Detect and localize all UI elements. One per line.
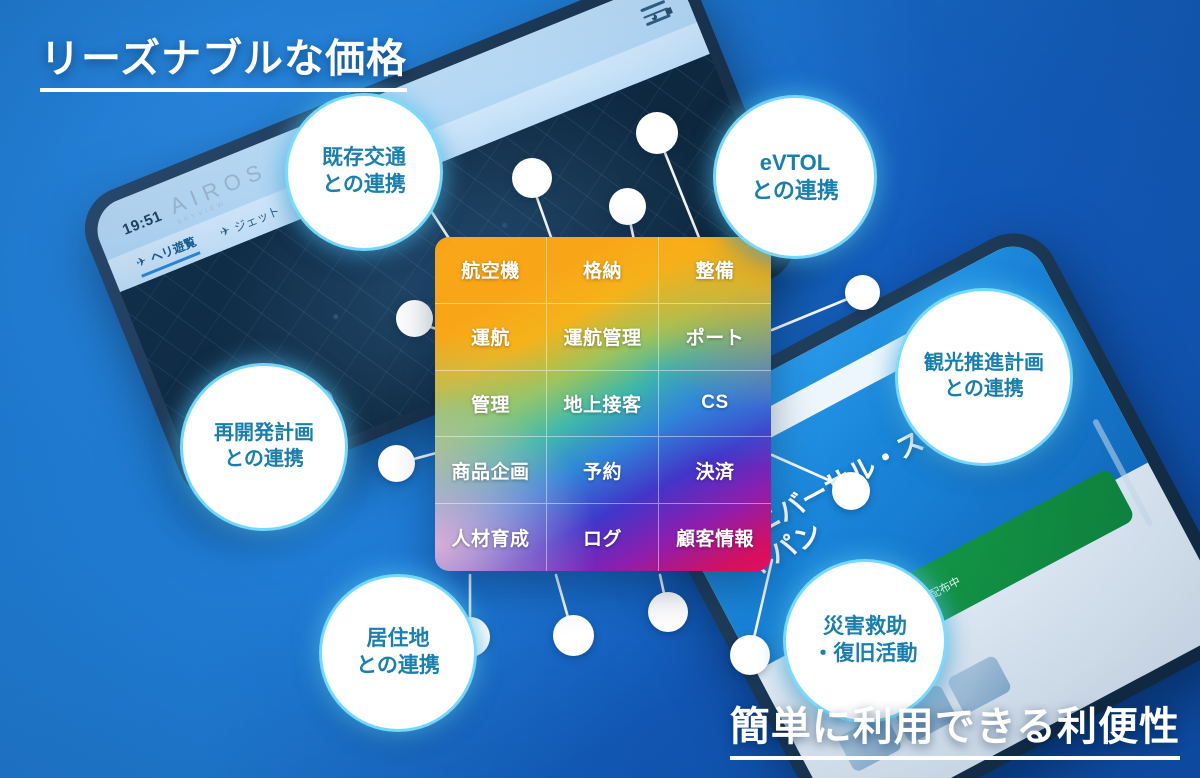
matrix-gradient-tint <box>435 237 771 571</box>
bubble-line2: との連携 <box>322 173 406 196</box>
connector-dot <box>609 188 646 225</box>
capability-matrix-grid: 航空機 格納 整備 運航 運航管理 ポート 管理 地上接客 CS 商品企画 予約… <box>435 237 771 571</box>
bubble-line2: との連携 <box>356 654 440 677</box>
bubble-evtol[interactable]: eVTOL との連携 <box>716 98 874 256</box>
bubble-line1: eVTOL <box>759 149 831 175</box>
matrix-cell[interactable]: 整備 <box>659 237 771 304</box>
connector-dot <box>845 275 880 310</box>
connector-dot <box>512 158 552 198</box>
matrix-cell[interactable]: 格納 <box>547 237 659 304</box>
bubble-line1: 観光推進計画 <box>924 352 1044 375</box>
bubble-line2: との連携 <box>224 448 304 470</box>
connector-dot <box>648 592 688 632</box>
bubble-line1: 居住地 <box>366 627 430 651</box>
matrix-cell[interactable]: 決済 <box>659 437 771 505</box>
matrix-cell[interactable]: 運航管理 <box>547 303 659 371</box>
matrix-cell[interactable]: ポート <box>659 304 771 371</box>
bubble-disaster-relief[interactable]: 災害救助 ・復旧活動 <box>786 562 944 720</box>
matrix-cell[interactable]: 管理 <box>435 370 547 438</box>
bubble-redevelopment-plan[interactable]: 再開発計画 との連携 <box>183 366 345 528</box>
bubble-line1: 災害救助 <box>823 615 907 639</box>
bubble-line2: との連携 <box>944 378 1024 400</box>
bubble-existing-transport[interactable]: 既存交通 との連携 <box>288 96 440 248</box>
matrix-cell[interactable]: 商品企画 <box>435 437 547 505</box>
bubble-line2: との連携 <box>751 178 839 203</box>
matrix-cell[interactable]: 人材育成 <box>435 504 547 571</box>
headline-bottom-right: 簡単に利用できる利便性 <box>729 694 1180 760</box>
connector-dot <box>553 615 594 656</box>
bubble-tourism-plan[interactable]: 観光推進計画 との連携 <box>898 291 1070 463</box>
connector-dot <box>636 112 678 154</box>
connector-dot <box>378 445 415 482</box>
matrix-cell[interactable]: ログ <box>547 504 659 571</box>
matrix-cell[interactable]: 顧客情報 <box>675 529 754 551</box>
matrix-cell[interactable]: 予約 <box>547 437 659 505</box>
capability-matrix: 航空機 格納 整備 運航 運航管理 ポート 管理 地上接客 CS 商品企画 予約… <box>435 237 771 571</box>
bubble-line1: 再開発計画 <box>214 422 314 445</box>
bubble-residential-area[interactable]: 居住地 との連携 <box>322 577 474 729</box>
bubble-line1: 既存交通 <box>322 146 406 170</box>
connector-dot <box>396 300 433 337</box>
bubble-line2: ・復旧活動 <box>812 642 918 665</box>
connector-dot <box>730 635 770 675</box>
matrix-cell[interactable]: 地上接客 <box>547 370 659 438</box>
matrix-cell[interactable]: 運航 <box>435 303 547 371</box>
matrix-cell[interactable]: CS <box>659 371 771 438</box>
headline-top-left: リーズナブルな価格 <box>40 26 407 92</box>
matrix-cell[interactable]: 航空機 <box>435 237 547 304</box>
connector-dot <box>832 472 870 510</box>
